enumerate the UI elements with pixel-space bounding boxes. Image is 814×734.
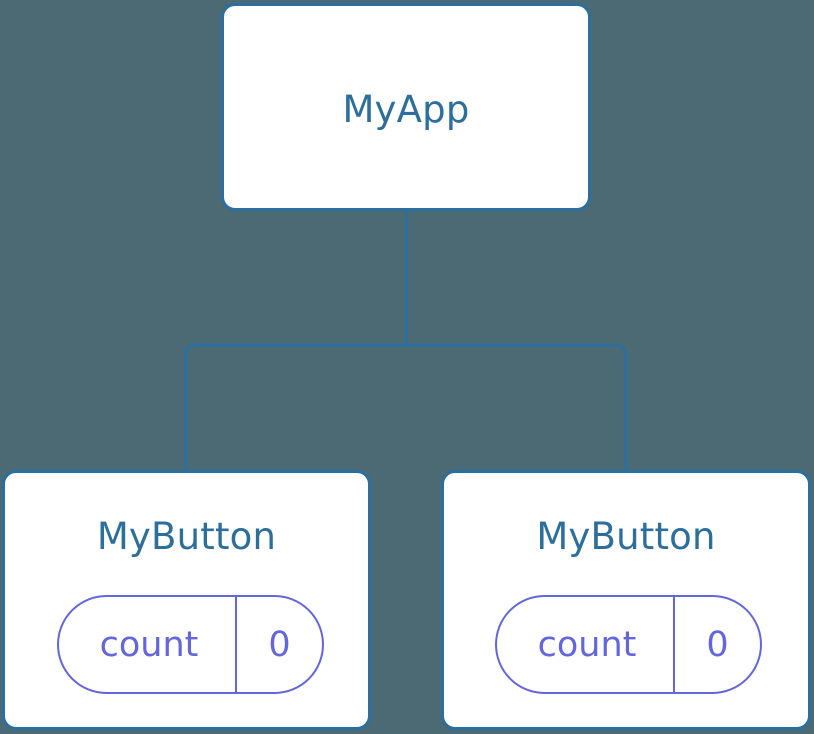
root-node-label: MyApp — [342, 88, 470, 131]
child-node-1-state-pill[interactable]: count 0 — [495, 595, 762, 694]
child-node-1-state-key: count — [537, 624, 637, 665]
edge-to-child-0 — [184, 343, 407, 470]
edge-to-child-1 — [406, 343, 627, 470]
root-node[interactable]: MyApp — [221, 3, 591, 211]
child-node-0-state-key: count — [99, 624, 199, 665]
child-node-0-label: MyButton — [96, 515, 277, 558]
child-node-1-state-value: 0 — [673, 597, 760, 692]
child-node-0-state-pill[interactable]: count 0 — [57, 595, 324, 694]
child-node-1[interactable]: MyButton count 0 — [441, 470, 811, 730]
child-node-0-state-value: 0 — [235, 597, 322, 692]
child-node-1-label: MyButton — [536, 515, 716, 558]
child-node-0[interactable]: MyButton count 0 — [2, 470, 371, 730]
